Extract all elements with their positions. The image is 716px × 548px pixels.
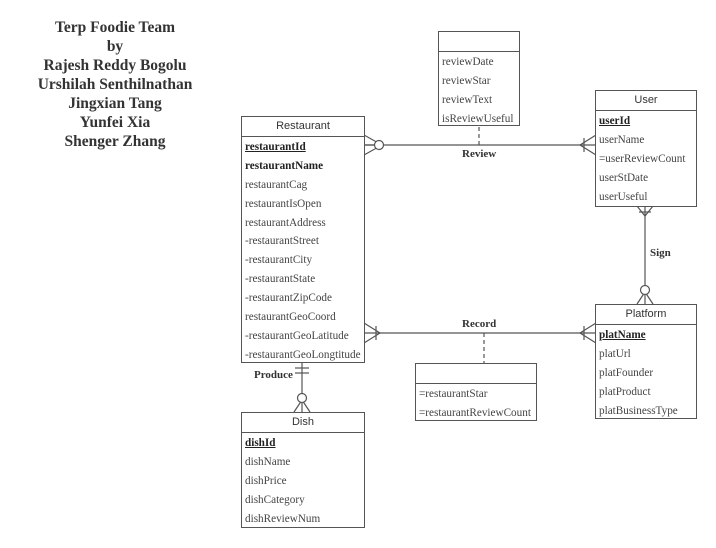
team-name: Terp Foodie Team [55, 19, 175, 36]
attribute: -restaurantCity [245, 254, 313, 267]
attribute: dishName [245, 455, 291, 468]
attribute: reviewText [442, 93, 493, 106]
attribute: dishPrice [245, 474, 287, 487]
user-entity: User userId userName =userReviewCount us… [595, 90, 697, 207]
attribute: restaurantIsOpen [245, 197, 322, 210]
primary-key-attribute: restaurantId [245, 141, 306, 153]
attribute: -restaurantState [245, 273, 316, 286]
record-relationship-label: Record [462, 318, 497, 330]
attribute: restaurantName [245, 159, 324, 172]
dish-entity: Dish dishId dishName dishPrice dishCateg… [241, 412, 365, 528]
attribute: =userReviewCount [599, 152, 686, 165]
review-user-crowfoot [578, 134, 597, 156]
primary-key-attribute: userId [599, 115, 631, 127]
platform-entity: Platform platName platUrl platFounder pl… [595, 304, 697, 419]
attribute: userStDate [599, 171, 649, 184]
sign-user-crowfoot [636, 205, 654, 217]
record-attributes-header [416, 364, 536, 384]
attribute: dishCategory [245, 493, 305, 506]
team-member: Jingxian Tang [68, 95, 162, 112]
attribute: platProduct [599, 385, 651, 398]
restaurant-entity: Restaurant restaurantId restaurantName r… [241, 116, 365, 363]
attribute: -restaurantStreet [245, 235, 319, 248]
produce-dish-circle [296, 392, 308, 404]
attribute: platBusinessType [599, 404, 678, 417]
produce-relationship-label: Produce [254, 369, 293, 381]
attribute: -restaurantGeoLongtitude [245, 348, 361, 361]
team-by: by [106, 38, 124, 55]
record-platform-crowfoot [578, 322, 597, 344]
attribute: dishReviewNum [245, 512, 321, 525]
team-member: Yunfei Xia [79, 114, 151, 131]
attribute: isReviewUseful [442, 112, 514, 125]
review-restaurant-circle [373, 139, 385, 151]
record-attributes-box: =restaurantStar =restaurantReviewCount [415, 363, 537, 421]
attribute: reviewDate [442, 56, 494, 68]
attribute: -restaurantZipCode [245, 292, 332, 305]
entity-title: Dish [242, 413, 364, 433]
review-relationship-label: Review [462, 148, 497, 160]
record-restaurant-crowfoot [363, 322, 382, 344]
attribute: =restaurantReviewCount [419, 406, 531, 419]
team-member: Urshilah Senthilnathan [37, 76, 193, 93]
attribute: -restaurantGeoLatitude [245, 329, 349, 342]
sign-platform-circle [639, 284, 651, 296]
attribute: restaurantAddress [245, 216, 326, 229]
team-member: Shenger Zhang [64, 133, 166, 150]
attribute: platUrl [599, 347, 631, 360]
primary-key-attribute: platName [599, 329, 646, 341]
review-attributes-header [439, 32, 519, 52]
entity-title: Platform [596, 305, 696, 325]
attribute: userUseful [599, 190, 648, 203]
attribute: restaurantGeoCoord [245, 311, 336, 324]
attribute: =restaurantStar [419, 388, 488, 400]
attribute: restaurantCag [245, 178, 308, 191]
primary-key-attribute: dishId [245, 437, 276, 449]
attribute: userName [599, 133, 645, 146]
attribute: reviewStar [442, 74, 491, 87]
entity-title: Restaurant [242, 117, 364, 137]
entity-title: User [596, 91, 696, 111]
sign-relationship-label: Sign [650, 247, 671, 259]
attribute: platFounder [599, 366, 654, 379]
team-credits: Terp Foodie Team by Rajesh Reddy Bogolu … [20, 18, 210, 151]
team-member: Rajesh Reddy Bogolu [43, 57, 187, 74]
review-attributes-box: reviewDate reviewStar reviewText isRevie… [438, 31, 520, 126]
